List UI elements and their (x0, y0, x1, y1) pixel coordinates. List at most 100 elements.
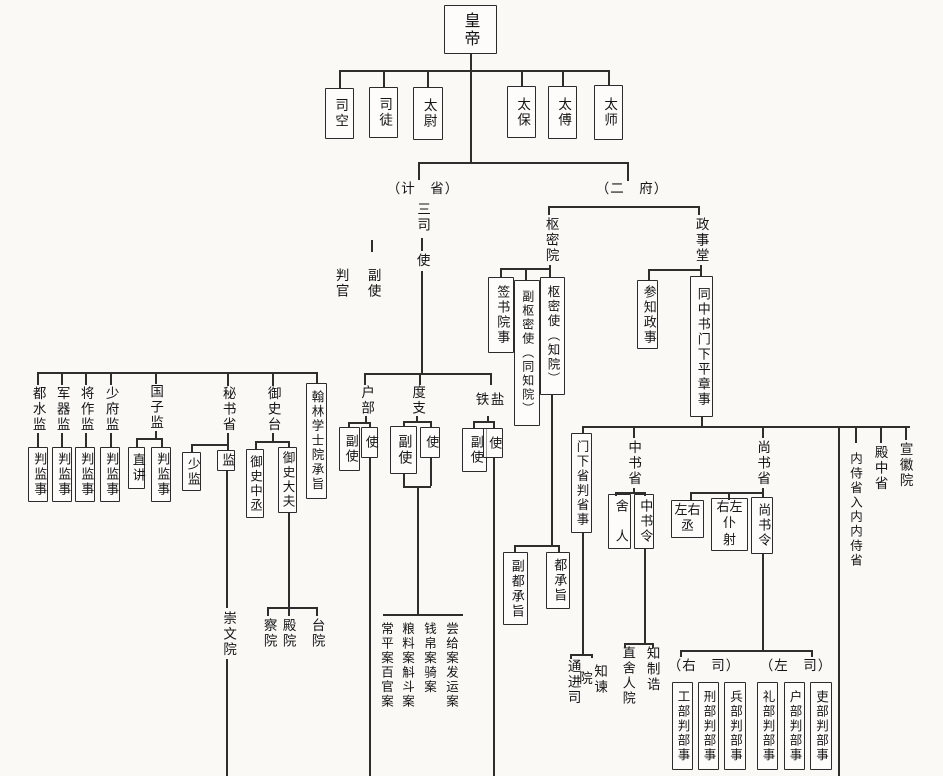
connector-line (288, 441, 290, 447)
node-shaojian: 少监 (182, 452, 201, 491)
connector-line (690, 492, 692, 500)
node-yantie-shi: 使 (483, 428, 503, 458)
node-taiyuan: 台院 (308, 617, 325, 649)
node-zhi-sherenyuan: 直舍人院 (619, 646, 635, 706)
connector-line (417, 486, 419, 614)
connector-line (700, 265, 702, 269)
node-sheren: 舍 人 (608, 494, 631, 549)
node-canzhi-zhengshi: 参知政事 (637, 280, 658, 349)
node-taibao: 太保 (507, 86, 536, 138)
node-shaofujian: 少府监 (102, 385, 119, 433)
node-yantie: 盐铁 (472, 392, 504, 408)
connector-line (403, 421, 405, 427)
connector-line (267, 607, 269, 616)
connector-line (37, 372, 39, 385)
connector-line (525, 268, 527, 280)
connector-line (136, 438, 138, 447)
connector-line (85, 372, 87, 385)
connector-line (473, 421, 475, 428)
node-hanlin-chengzhi: 翰林学士院承旨 (306, 383, 327, 499)
node-hubu: 户部 (358, 385, 375, 416)
connector-line (227, 444, 229, 450)
node-shangshusheng: 尚书省 (754, 439, 771, 487)
connector-line (762, 492, 764, 497)
node-zhongshuling: 中书令 (634, 494, 654, 549)
connector-line (514, 545, 516, 552)
connector-line (161, 438, 163, 447)
node-sikong: 司空 (325, 88, 354, 139)
node-chayuan: 察院 (260, 617, 277, 649)
node-duzhi-shi: 使 (420, 427, 440, 458)
node-yushi-dafu: 御史大夫 (278, 447, 297, 513)
node-yushitai: 御史台 (264, 386, 281, 433)
connector-line (85, 433, 87, 447)
node-gongbu-panbushi: 工部判部事 (672, 682, 693, 770)
connector-line (226, 659, 228, 776)
connector-line (701, 417, 703, 426)
connector-line (421, 238, 423, 251)
node-shumishi: 枢密使（知院） (540, 277, 565, 395)
connector-line (490, 373, 492, 385)
node-mishusheng: 秘书省 (219, 386, 236, 433)
connector-line (348, 422, 350, 428)
node-tong-pingzhangshi: 同中书门下平章事 (690, 276, 713, 417)
connector-line (61, 372, 63, 385)
connector-line (811, 650, 813, 657)
connector-line (227, 372, 229, 386)
node-jian: 监 (217, 450, 235, 471)
node-xingbu-panbushi: 刑部判部事 (698, 682, 719, 770)
connector-line (226, 471, 228, 608)
connector-line (383, 614, 463, 616)
connector-line (652, 643, 654, 648)
node-bingbu-panbushi: 兵部判部事 (724, 682, 746, 770)
connector-line (880, 426, 882, 443)
connector-line (155, 372, 157, 384)
node-hubu-fushi: 副使 (339, 427, 360, 471)
node-xuanhuiyuan: 宣徽院 (896, 441, 913, 489)
connector-line (500, 268, 502, 277)
connector-line (627, 162, 629, 181)
connector-line (227, 433, 229, 444)
connector-line (369, 422, 371, 428)
connector-line (549, 265, 551, 269)
node-yousi-label: （右 司） (667, 657, 741, 674)
connector-line (37, 372, 317, 374)
connector-line (591, 654, 593, 658)
connector-line (521, 70, 523, 86)
node-junqijian: 军器监 (53, 385, 70, 433)
connector-line (762, 488, 764, 492)
connector-line (570, 654, 572, 659)
node-panjianshi-2: 判监事 (52, 447, 72, 502)
connector-line (648, 269, 701, 271)
node-youzuo-puye: 右左 仆 射 (711, 498, 748, 551)
connector-line (369, 458, 371, 776)
connector-line (582, 426, 584, 433)
connector-line (421, 271, 423, 373)
connector-line (487, 416, 489, 422)
connector-line (339, 70, 609, 72)
connector-line (288, 607, 290, 616)
node-hubu-shi: 使 (361, 427, 378, 458)
node-duzhi-fushi: 副使 (390, 426, 417, 474)
connector-line (548, 206, 699, 208)
node-taishi: 太师 (594, 85, 623, 140)
connector-line (558, 545, 560, 552)
connector-line (255, 441, 288, 443)
connector-line (838, 426, 840, 776)
node-duzhi: 度支 (409, 384, 426, 416)
node-guozijian: 国子监 (147, 384, 164, 431)
connector-line (416, 416, 418, 422)
node-shangshuling: 尚书令 (751, 497, 773, 554)
connector-line (473, 421, 494, 423)
connector-line (648, 269, 650, 280)
node-taifu: 太傅 (548, 86, 577, 139)
connector-line (562, 70, 564, 86)
node-qianshu-yuanshi: 签书院事 (488, 277, 514, 353)
connector-line (608, 70, 610, 85)
node-libu-panbushi: 礼部判部事 (757, 682, 778, 770)
node-dushuijian: 都水监 (29, 385, 46, 433)
connector-line (551, 395, 553, 545)
connector-line (633, 426, 635, 438)
connector-line (762, 426, 764, 438)
